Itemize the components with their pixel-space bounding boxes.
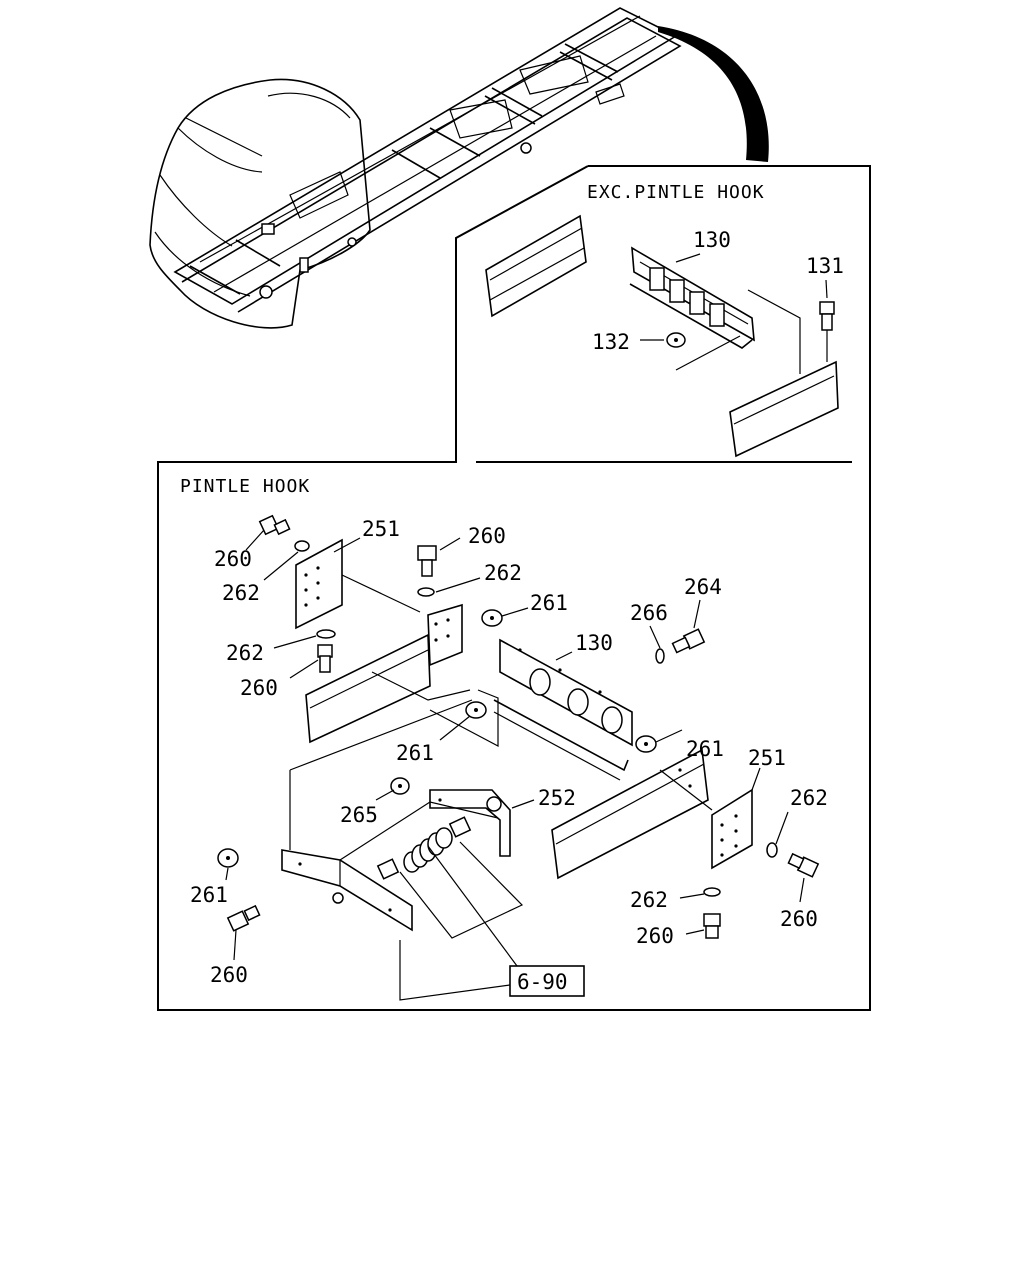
pintle-hook-fasteners bbox=[217, 514, 820, 939]
pintle-hook-spring bbox=[403, 827, 453, 873]
callout-261-center: 261 bbox=[396, 741, 434, 765]
callout-261-right: 261 bbox=[686, 737, 724, 761]
reference-label: 6-90 bbox=[517, 970, 568, 994]
callout-251-left: 251 bbox=[362, 517, 400, 541]
pintle-hook-parts bbox=[281, 538, 753, 1001]
callout-260-left-mid: 260 bbox=[240, 676, 278, 700]
callout-130-exc: 130 bbox=[693, 228, 731, 252]
callout-260-bottom-left: 260 bbox=[210, 963, 248, 987]
callout-262-top-left: 262 bbox=[222, 581, 260, 605]
callout-251-right: 251 bbox=[748, 746, 786, 770]
callout-266: 266 bbox=[630, 601, 668, 625]
callout-260-right: 260 bbox=[780, 907, 818, 931]
callout-252: 252 bbox=[538, 786, 576, 810]
callout-260-top-center: 260 bbox=[468, 524, 506, 548]
panel-frames bbox=[157, 165, 871, 1011]
callout-260-top-left: 260 bbox=[214, 547, 252, 571]
callout-132: 132 bbox=[592, 330, 630, 354]
reference-box bbox=[509, 965, 585, 997]
callout-131: 131 bbox=[806, 254, 844, 278]
callout-262-bottom-right: 262 bbox=[630, 888, 668, 912]
exc-pintle-hook-title: EXC.PINTLE HOOK bbox=[587, 182, 765, 203]
truck-chassis-illustration bbox=[149, 7, 769, 329]
callout-262-left-mid: 262 bbox=[226, 641, 264, 665]
callout-261-top: 261 bbox=[530, 591, 568, 615]
pintle-hook-leader-lines bbox=[225, 529, 805, 961]
exc-leader-lines bbox=[640, 253, 828, 341]
callout-264: 264 bbox=[684, 575, 722, 599]
callout-262-top-center: 262 bbox=[484, 561, 522, 585]
callout-265: 265 bbox=[340, 803, 378, 827]
callout-130: 130 bbox=[575, 631, 613, 655]
callout-260-bottom-right: 260 bbox=[636, 924, 674, 948]
exc-pintle-hook-parts bbox=[485, 214, 839, 458]
callout-261-left: 261 bbox=[190, 883, 228, 907]
pintle-hook-title: PINTLE HOOK bbox=[180, 476, 310, 497]
callout-262-right: 262 bbox=[790, 786, 828, 810]
